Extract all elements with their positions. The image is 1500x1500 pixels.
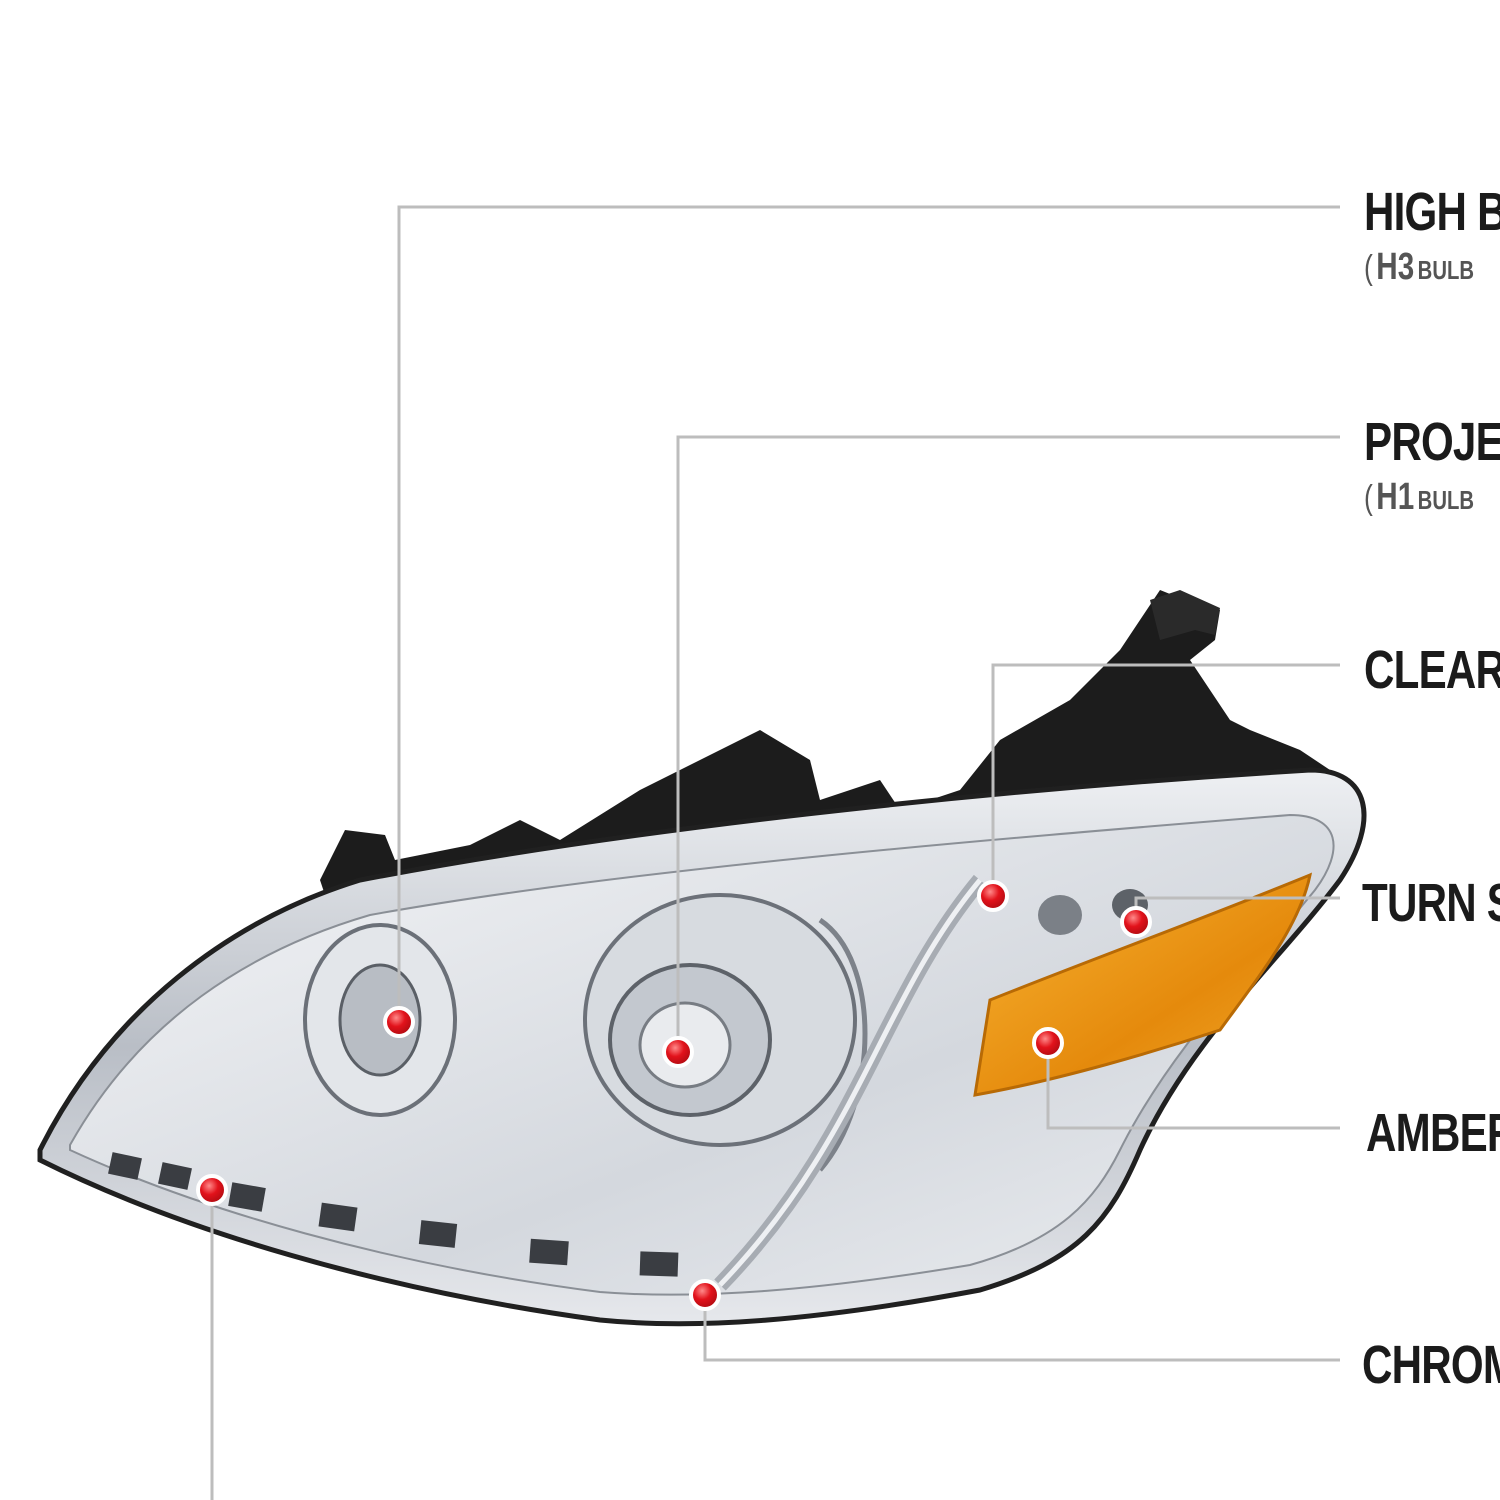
leader-chrome — [703, 1295, 1340, 1362]
sub-bulb-code: H1 — [1376, 476, 1415, 518]
leader-lines — [210, 205, 1340, 1500]
marker-projector — [662, 1036, 694, 1068]
sub-bulb-word: BULB — [1417, 255, 1475, 285]
leader-high-beam — [397, 205, 1340, 1022]
marker-clear — [977, 880, 1009, 912]
callout-projector-title: PROJEC — [1364, 412, 1500, 472]
sub-open-paren: ( — [1364, 249, 1373, 287]
leader-amber — [1046, 1043, 1340, 1130]
sub-bulb-code: H3 — [1376, 246, 1415, 288]
leader-projector — [676, 435, 1340, 1052]
marker-high-beam — [383, 1006, 415, 1038]
marker-turn-signal — [1120, 906, 1152, 938]
callout-high-beam-sub: ( H3 BULB — [1364, 246, 1474, 289]
callout-projector-sub: ( H1 BULB — [1364, 476, 1474, 519]
callout-turn-signal-title: TURN S — [1362, 873, 1500, 933]
marker-chrome — [689, 1279, 721, 1311]
callout-clear-title: CLEAR I — [1364, 640, 1500, 700]
callout-high-beam-title: HIGH B — [1364, 182, 1500, 242]
sub-open-paren: ( — [1364, 479, 1373, 517]
led-strip — [108, 1152, 679, 1277]
marker-led — [196, 1174, 228, 1206]
callout-markers — [196, 880, 1152, 1311]
marker-amber — [1032, 1027, 1064, 1059]
sub-bulb-word: BULB — [1417, 485, 1475, 515]
callout-amber-title: AMBER — [1366, 1103, 1500, 1163]
leader-clear — [991, 663, 1340, 896]
callout-chrome-title: CHROM — [1362, 1335, 1500, 1395]
projector-unit — [583, 893, 868, 1172]
